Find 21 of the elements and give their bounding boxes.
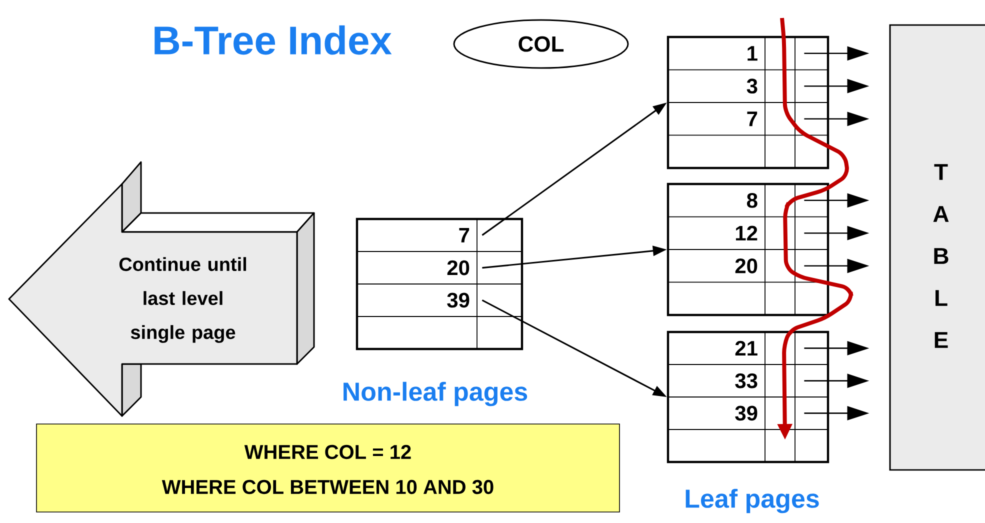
page-table bbox=[666, 330, 830, 464]
key-cell: 12 bbox=[736, 226, 758, 240]
key-cell: 8 bbox=[746, 192, 758, 208]
page-table bbox=[666, 182, 830, 316]
page-table bbox=[356, 218, 524, 350]
key-cell: 1 bbox=[748, 46, 758, 61]
query-box: WHERE COL = 12 WHERE COL BETWEEN 10 AND 30 bbox=[36, 424, 620, 512]
page-table bbox=[666, 36, 830, 170]
key-cell: 7 bbox=[747, 112, 758, 126]
key-cell: 20 bbox=[447, 260, 470, 276]
key-cell: 21 bbox=[735, 340, 758, 356]
table-box: T A B L E bbox=[889, 24, 985, 471]
page-caption: Non-leaf pages bbox=[344, 382, 528, 406]
key-cell: 3 bbox=[746, 78, 758, 94]
key-cell: 39 bbox=[735, 406, 758, 421]
page-caption: Leaf pages bbox=[686, 488, 819, 514]
title: B-Tree Index bbox=[154, 25, 392, 55]
key-cell: 39 bbox=[447, 292, 470, 308]
key-cell: 33 bbox=[735, 373, 758, 388]
key-cell: 7 bbox=[459, 228, 470, 242]
key-cell: 20 bbox=[735, 258, 758, 274]
